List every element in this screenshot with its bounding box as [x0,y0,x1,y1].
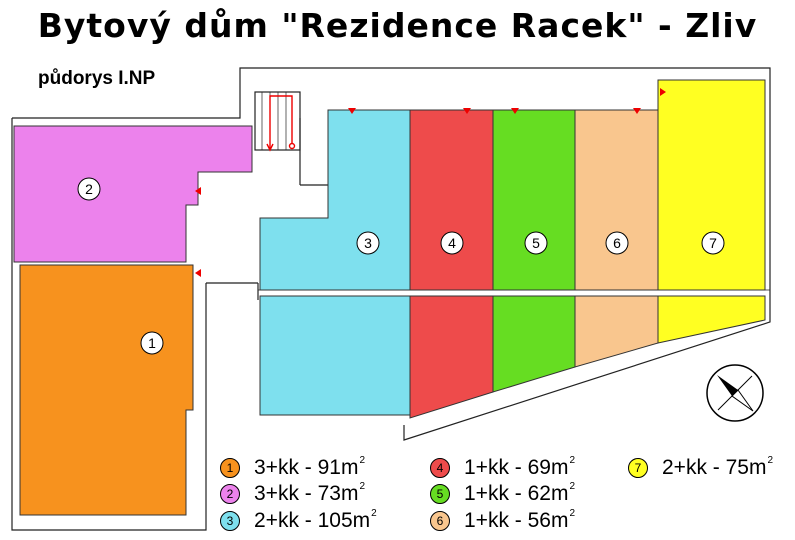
legend-item-7: 7 2+kk - 75m2 [628,455,773,480]
legend-label: 2+kk - 75m2 [662,455,774,479]
floor-plan-subtitle: půdorys I.NP [38,68,156,89]
legend-swatch: 4 [430,457,450,478]
entrance-arrow-icon [348,108,356,114]
entrance-arrow-icon [463,108,471,114]
legend-item-4: 4 1+kk - 69m2 [430,455,575,480]
legend-item-1: 1 3+kk - 91m2 [220,455,365,480]
apartment-3-area [259,109,411,291]
legend-swatch: 5 [430,483,450,504]
apartment-5-area-2 [492,295,576,393]
entrance-arrow-icon [195,269,201,277]
apartment-7-marker [701,231,725,255]
apartment-6-area-2 [574,295,659,368]
legend-label: 3+kk - 73m2 [254,481,366,505]
apartment-1-number: 1 [148,335,156,351]
apartment-3-marker [356,231,380,255]
apartment-2-number: 2 [85,181,93,197]
apartment-1-area [19,264,194,516]
legend-swatch: 1 [220,457,240,478]
apartment-5-number: 5 [532,235,540,251]
legend-swatch: 7 [628,457,648,478]
apartment-4-area [409,109,494,291]
legend-label: 2+kk - 105m2 [254,508,377,532]
legend-item-5: 5 1+kk - 62m2 [430,481,575,506]
legend-label: 3+kk - 91m2 [254,455,366,479]
legend-label: 1+kk - 56m2 [464,508,576,532]
apartment-7-number: 7 [709,235,717,251]
apartment-7-area [657,79,766,291]
legend-swatch: 2 [220,483,240,504]
entrance-arrow-icon [660,88,666,96]
apartment-2-area [13,125,253,263]
legend-label: 1+kk - 69m2 [464,455,576,479]
apartment-3-area-2 [259,295,411,416]
legend-item-3: 3 2+kk - 105m2 [220,508,377,533]
apartment-5-area [492,109,576,291]
apartment-6-area [574,109,659,291]
apartment-4-area-2 [409,295,494,419]
legend-item-2: 2 3+kk - 73m2 [220,481,365,506]
apartment-4-marker [440,231,464,255]
legend-item-6: 6 1+kk - 56m2 [430,508,575,533]
apartment-6-number: 6 [613,235,621,251]
apartment-6-marker [605,231,629,255]
entrance-arrow-icon [633,108,641,114]
entrance-arrow-icon [195,187,201,195]
page-title: Bytový dům "Rezidence Racek" - Zliv [37,6,758,45]
apartment-5-marker [524,231,548,255]
legend-swatch: 3 [220,510,240,531]
apartment-4-number: 4 [448,235,456,251]
apartment-1-marker [140,331,164,355]
compass-rose-icon [706,364,764,422]
apartment-7-area-2 [657,295,766,344]
apartment-3-number: 3 [364,235,372,251]
legend-swatch: 6 [430,510,450,531]
legend-label: 1+kk - 62m2 [464,481,576,505]
apartment-2-marker [77,177,101,201]
entrance-arrow-icon [511,108,519,114]
